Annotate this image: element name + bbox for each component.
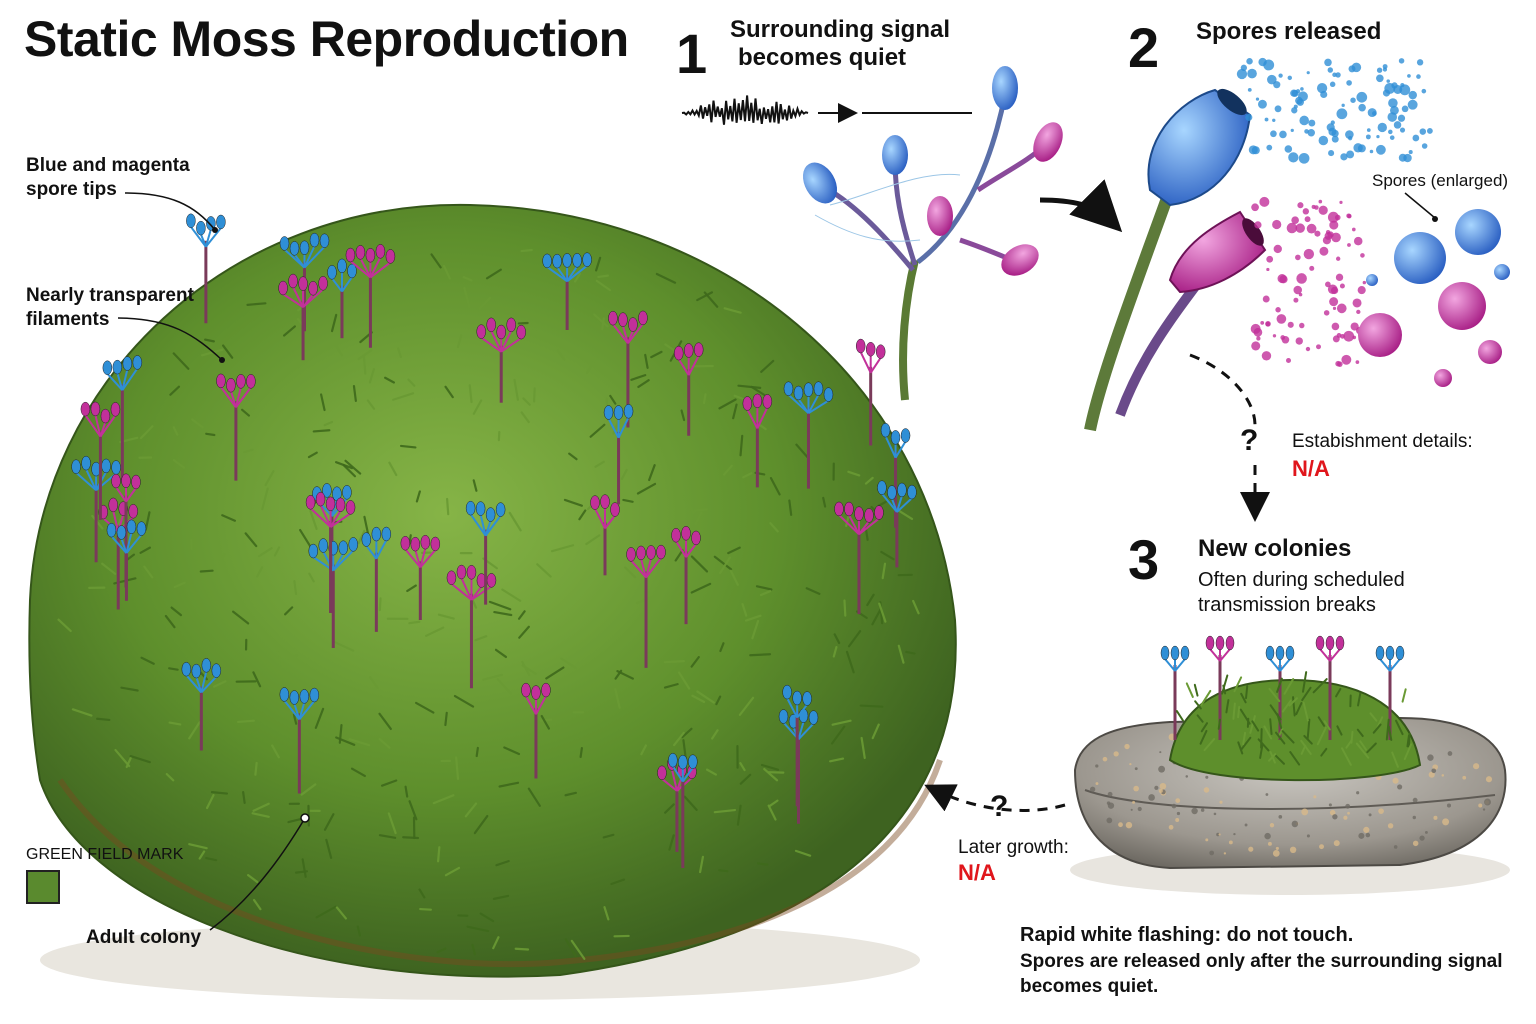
signal-wave-icon [681,95,809,125]
dashed-arrow [924,784,1066,812]
step1-spore-branch [802,66,1063,401]
new-colony-illustration [1160,635,1422,782]
step2-spore-capsules [1084,57,1433,432]
page-title: Static Moss Reproduction [24,11,629,67]
legend-label: GREEN FIELD MARK [26,846,184,863]
later-growth-label: Later growth: [958,837,1069,858]
step-3-number: 3 [1128,528,1160,591]
filaments-label-line1: Nearly transparent [26,285,194,306]
establishment-label: Estabishment details: [1292,431,1473,452]
establishment-question-mark: ? [1240,424,1259,457]
adult-colony-label: Adult colony [86,927,202,948]
step-1-heading-line1: Surrounding signal [730,16,950,43]
step-1-heading-line2: becomes quiet [738,44,907,71]
step-3-heading: New colonies [1198,535,1352,562]
step-3-detail-line1: Often during scheduled [1198,569,1405,591]
spore-tips-label-line1: Blue and magenta [26,155,190,176]
later-growth-question-mark: ? [990,790,1009,823]
warning-line3: becomes quiet. [1020,976,1159,997]
warning-line2: Spores are released only after the surro… [1020,951,1503,972]
step-2-number: 2 [1128,16,1160,79]
spore-stalks [71,213,917,869]
later-growth-value: N/A [958,860,996,885]
establishment-value: N/A [1292,456,1330,481]
green-field-swatch [26,870,60,904]
enlarged-spores [1358,192,1510,387]
filaments-label-line2: filaments [26,309,110,330]
moss-tufts [57,248,920,960]
leader-lines [117,192,310,931]
spore-tips-label-line2: spore tips [26,179,117,200]
step-3-detail-line2: transmission breaks [1198,594,1376,616]
spores-enlarged-label: Spores (enlarged) [1372,171,1509,190]
released-spores [1236,57,1433,367]
step-1-number: 1 [676,22,708,85]
dashed-arrow [1189,353,1257,426]
warning-line1: Rapid white flashing: do not touch. [1020,924,1354,946]
step-2-heading: Spores released [1196,18,1382,45]
adult-colony-illustration [28,203,957,1000]
arrow-icon [1039,179,1123,233]
